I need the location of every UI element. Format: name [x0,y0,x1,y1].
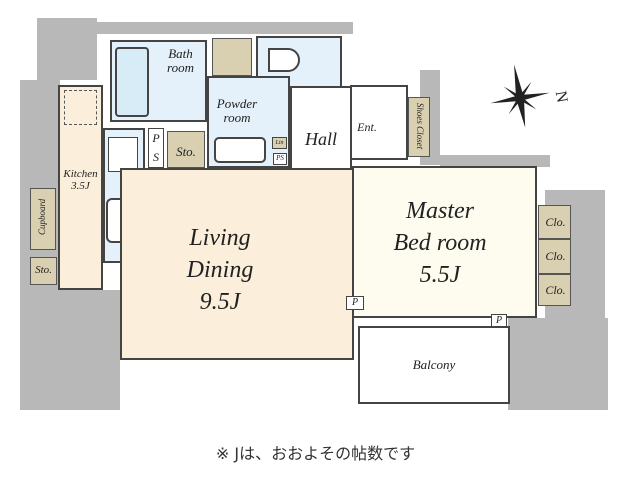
dining-label: Dining [186,257,254,283]
ps-label-2: S [153,150,159,164]
closet: Clo. [538,239,571,274]
balcony-label: Balcony [412,357,456,372]
wall [440,155,550,167]
powder-label-2: room [223,110,251,126]
kitchen-room [58,85,103,290]
hall [290,86,352,170]
shoes-closet-label: Shoes Closet [414,102,425,150]
area-note: ※ Jは、おおよその帖数です [215,444,416,463]
linen-box: Lin [272,137,287,149]
ps-label: P [152,131,160,145]
storage [167,131,205,168]
living-size: 9.5J [199,289,241,315]
wall [95,22,353,34]
hall-label: Hall [304,129,337,149]
toilet-icon [268,48,300,72]
master-bedroom [352,166,537,318]
cupboard-label: Cupboard [37,198,48,236]
closet-label: Clo. [545,283,566,297]
compass-north-label: N [551,89,571,104]
living-label: Living [189,225,251,251]
pipe-label: P [351,297,359,308]
storage-label: Sto. [35,264,52,276]
closet-label: Clo. [545,215,566,229]
kitchen-size: 3.5J [71,180,90,193]
pipe-label: P [495,315,503,326]
entrance-label: Ent. [357,120,377,134]
washer-space [212,38,252,76]
linen-label: Lin [275,140,284,146]
closet: Clo. [538,274,571,306]
stove-icon [108,137,138,172]
shoes-closet [408,97,430,157]
balcony [358,326,510,404]
living-dining-room [120,168,354,360]
ps-box: PS [273,153,287,165]
storage-label: Sto. [176,144,196,159]
bathtub-icon [115,47,149,117]
fridge-space [64,90,97,125]
cupboard [30,188,56,250]
closet: Clo. [538,205,571,239]
master-size: 5.5J [419,262,461,288]
bath-label: Bath [168,46,193,61]
wall [37,18,97,80]
compass-rose-icon [490,64,550,128]
washbasin-icon [214,137,266,163]
bath-label-2: room [167,60,194,76]
pipe-box: P [346,296,364,310]
wall [20,290,120,410]
wall [508,318,608,410]
bedroom-label: Bed room [393,230,487,256]
master-label: Master [406,198,474,224]
closet-label: Clo. [545,249,566,263]
ps-small-label: PS [276,154,284,162]
powder-label: Powder [216,96,258,111]
entrance [350,85,408,160]
kitchen-label: Kitchen [63,168,98,180]
storage-closet [30,257,57,285]
